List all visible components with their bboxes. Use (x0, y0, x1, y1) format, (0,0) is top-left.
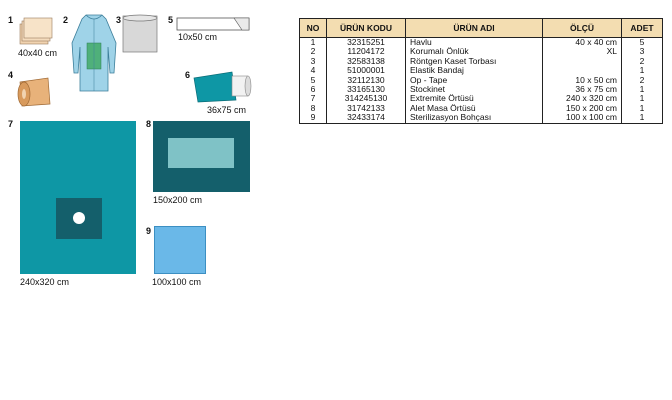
header-quantity: ADET (621, 18, 663, 38)
cell-qty: 1 (621, 84, 663, 95)
header-product-name: ÜRÜN ADI (405, 18, 543, 38)
op-tape-icon (176, 17, 250, 31)
sterilization-wrap-icon (154, 226, 206, 274)
item-number-9: 9 (146, 226, 152, 236)
gown-icon (71, 14, 117, 92)
item-number-4: 4 (8, 70, 14, 80)
cell-qty: 2 (621, 75, 663, 86)
item-dimension-7: 240x320 cm (20, 277, 70, 287)
item-number-7: 7 (8, 119, 14, 129)
cell-size: XL (542, 46, 622, 57)
header-product-code: ÜRÜN KODU (326, 18, 406, 38)
item-number-1: 1 (8, 15, 14, 25)
stockinet-icon (193, 71, 252, 103)
item-dimension-5: 10x50 cm (178, 32, 218, 42)
item-number-3: 3 (116, 15, 122, 25)
cell-qty: 1 (621, 103, 663, 114)
item-dimension-6: 36x75 cm (207, 105, 247, 115)
cell-name: Sterilizasyon Bohçası (405, 113, 543, 124)
item-dimension-9: 100x100 cm (152, 277, 202, 287)
extremity-drape-icon (20, 121, 136, 274)
towel-stack-icon (19, 17, 53, 45)
table-header-row: NO ÜRÜN KODU ÜRÜN ADI ÖLÇÜ ADET (299, 18, 663, 38)
cell-qty: 1 (621, 94, 663, 104)
cell-qty: 1 (621, 113, 663, 124)
elastic-bandage-icon (17, 77, 51, 107)
table-cover-panel (168, 138, 234, 168)
cell-qty: 5 (621, 37, 663, 48)
item-number-8: 8 (146, 119, 152, 129)
cell-qty: 3 (621, 46, 663, 57)
item-dimension-1: 40x40 cm (18, 48, 58, 58)
item-number-6: 6 (185, 70, 191, 80)
cell-no: 9 (299, 113, 327, 124)
instrument-table-cover-icon (153, 121, 250, 192)
cell-qty: 1 (621, 65, 663, 76)
header-size: ÖLÇÜ (542, 18, 622, 38)
cell-size: 100 x 100 cm (542, 113, 622, 124)
drape-hole (73, 212, 85, 224)
item-number-5: 5 (168, 15, 174, 25)
cell-code: 32433174 (326, 113, 406, 124)
header-no: NO (299, 18, 327, 38)
cell-size (542, 56, 622, 67)
cassette-bag-icon (122, 14, 158, 53)
item-dimension-8: 150x200 cm (153, 195, 203, 205)
cell-qty: 2 (621, 56, 663, 67)
item-number-2: 2 (63, 15, 69, 25)
drape-fenestration-panel (56, 198, 102, 239)
